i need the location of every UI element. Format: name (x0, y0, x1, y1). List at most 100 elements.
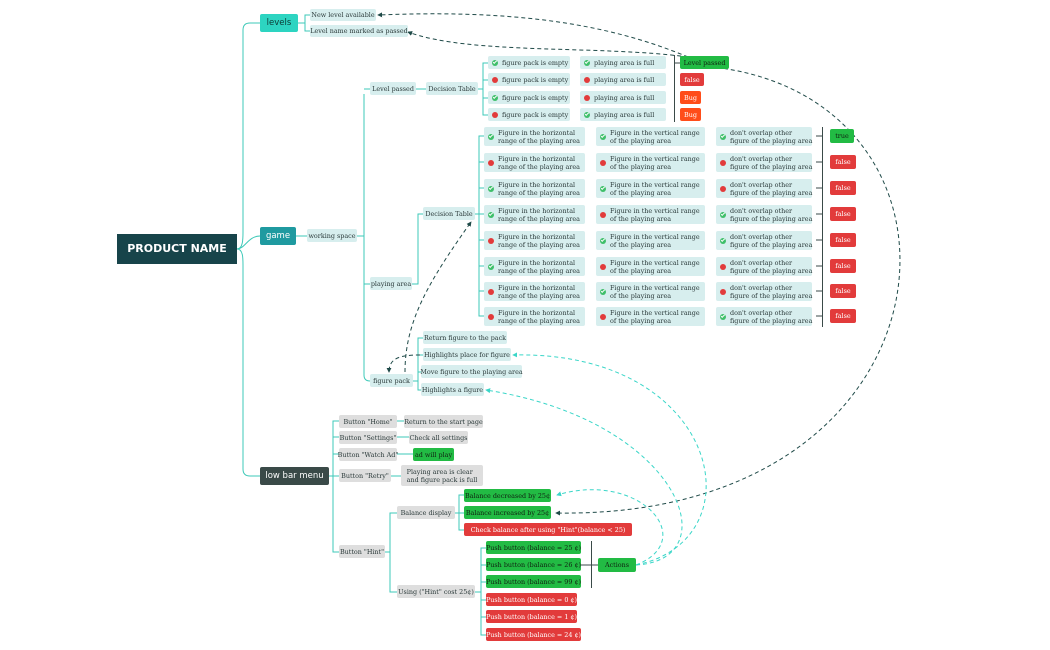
dark-arrows (377, 12, 901, 516)
push-button-node[interactable]: Push button (balance = 26 ¢) (486, 558, 581, 571)
retry-result-node[interactable]: Playing area is clear and figure pack is… (401, 465, 483, 486)
dt2-condition-overlap[interactable]: don't overlap other figure of the playin… (716, 282, 812, 301)
dt2-condition-horizontal[interactable]: Figure in the horizontal range of the pl… (484, 205, 585, 224)
dt2-result[interactable]: false (830, 181, 856, 195)
dt1-result[interactable]: Level passed (680, 56, 729, 69)
button-watch-ad-node[interactable]: Button "Watch Ad" (338, 448, 398, 461)
dt2-condition-horizontal[interactable]: Figure in the horizontal range of the pl… (484, 153, 585, 172)
levels-node[interactable]: levels (260, 14, 298, 32)
dt2-condition-horizontal[interactable]: Figure in the horizontal range of the pl… (484, 127, 585, 146)
using-hint-node[interactable]: Using ("Hint" cost 25¢) (397, 585, 475, 598)
dt2-condition-vertical[interactable]: Figure in the vertical range of the play… (596, 282, 705, 301)
check-icon (488, 185, 494, 192)
check-icon (600, 185, 606, 192)
dt2-condition-overlap[interactable]: don't overlap other figure of the playin… (716, 179, 812, 198)
balance-display-node[interactable]: Balance display (397, 506, 455, 519)
actions-node[interactable]: Actions (598, 558, 636, 572)
dt1-condition-b[interactable]: playing area is full (580, 56, 666, 69)
push-button-node[interactable]: Push button (balance = 25 ¢) (486, 541, 581, 554)
level-passed-node[interactable]: Level passed (370, 82, 416, 95)
check-icon (492, 59, 498, 66)
dt2-condition-horizontal[interactable]: Figure in the horizontal range of the pl… (484, 179, 585, 198)
error-dot-icon (720, 159, 726, 166)
root-node[interactable]: PRODUCT NAME (117, 234, 237, 264)
dt1-condition-a[interactable]: figure pack is empty (488, 91, 570, 104)
error-dot-icon (720, 263, 726, 270)
decision-table-levels[interactable]: Decision Table (426, 82, 478, 95)
dt2-result[interactable]: false (830, 155, 856, 169)
watch-ad-result-node[interactable]: ad will play (413, 448, 454, 461)
button-hint-node[interactable]: Button "Hint" (339, 545, 385, 558)
dt2-result[interactable]: false (830, 284, 856, 298)
check-icon (492, 94, 498, 101)
dt2-bracket (822, 127, 823, 327)
check-icon (720, 237, 726, 244)
settings-result-node[interactable]: Check all settings (409, 431, 468, 444)
low-bar-menu-node[interactable]: low bar menu (260, 467, 329, 485)
move-figure-node[interactable]: Move figure to the playing area (420, 365, 523, 378)
button-retry-node[interactable]: Button "Retry" (339, 469, 391, 482)
dt2-condition-vertical[interactable]: Figure in the vertical range of the play… (596, 257, 705, 276)
dt1-result[interactable]: Bug (680, 91, 701, 104)
tree-lines (236, 14, 488, 636)
dt2-result[interactable]: false (830, 309, 856, 323)
decision-table-playing-area[interactable]: Decision Table (423, 207, 475, 220)
highlights-figure-node[interactable]: Highlights a figure (421, 383, 484, 396)
balance-increased-node[interactable]: Balance increased by 25¢ (464, 506, 551, 519)
dt2-condition-overlap[interactable]: don't overlap other figure of the playin… (716, 205, 812, 224)
return-figure-node[interactable]: Return figure to the pack (423, 331, 507, 344)
dt1-condition-b[interactable]: playing area is full (580, 108, 666, 121)
check-icon (600, 288, 606, 295)
dt2-condition-overlap[interactable]: don't overlap other figure of the playin… (716, 257, 812, 276)
dt2-condition-horizontal[interactable]: Figure in the horizontal range of the pl… (484, 231, 585, 250)
dt1-condition-a[interactable]: figure pack is empty (488, 108, 570, 121)
dt2-condition-horizontal[interactable]: Figure in the horizontal range of the pl… (484, 282, 585, 301)
check-icon (720, 133, 726, 140)
dt2-condition-overlap[interactable]: don't overlap other figure of the playin… (716, 127, 812, 146)
level-name-passed[interactable]: Level name marked as passed (310, 25, 408, 37)
dt1-result[interactable]: Bug (680, 108, 701, 121)
dt2-condition-overlap[interactable]: don't overlap other figure of the playin… (716, 307, 812, 326)
game-node[interactable]: game (260, 227, 296, 245)
error-dot-icon (492, 111, 498, 118)
dt2-condition-vertical[interactable]: Figure in the vertical range of the play… (596, 153, 705, 172)
working-space-node[interactable]: working space (307, 229, 357, 242)
button-home-node[interactable]: Button "Home" (339, 415, 397, 428)
button-settings-node[interactable]: Button "Settings" (339, 431, 397, 444)
push-button-node[interactable]: Push button (balance = 24 ¢) (486, 628, 581, 641)
dt1-result[interactable]: false (680, 73, 704, 86)
balance-decreased-node[interactable]: Balance decreased by 25¢ (464, 489, 551, 502)
dt1-condition-a[interactable]: figure pack is empty (488, 56, 570, 69)
dt2-condition-vertical[interactable]: Figure in the vertical range of the play… (596, 231, 705, 250)
dt2-condition-overlap[interactable]: don't overlap other figure of the playin… (716, 153, 812, 172)
push-button-node[interactable]: Push button (balance = 99 ¢) (486, 575, 581, 588)
highlights-place-node[interactable]: Highlights place for figure (423, 348, 511, 361)
dt2-condition-overlap[interactable]: don't overlap other figure of the playin… (716, 231, 812, 250)
home-result-node[interactable]: Return to the start page (404, 415, 483, 428)
playing-area-node[interactable]: playing area (370, 277, 412, 290)
new-level-available[interactable]: New level available (310, 9, 376, 21)
dt2-condition-vertical[interactable]: Figure in the vertical range of the play… (596, 205, 705, 224)
dt1-condition-a[interactable]: figure pack is empty (488, 73, 570, 86)
dt2-result[interactable]: false (830, 207, 856, 221)
check-icon (584, 111, 590, 118)
dt2-result[interactable]: false (830, 233, 856, 247)
dt1-condition-b[interactable]: playing area is full (580, 73, 666, 86)
dt2-condition-vertical[interactable]: Figure in the vertical range of the play… (596, 179, 705, 198)
error-dot-icon (600, 159, 606, 166)
dt2-condition-horizontal[interactable]: Figure in the horizontal range of the pl… (484, 307, 585, 326)
dt2-result[interactable]: false (830, 259, 856, 273)
dt2-condition-vertical[interactable]: Figure in the vertical range of the play… (596, 307, 705, 326)
dt2-condition-vertical[interactable]: Figure in the vertical range of the play… (596, 127, 705, 146)
error-dot-icon (720, 185, 726, 192)
dt2-condition-horizontal[interactable]: Figure in the horizontal range of the pl… (484, 257, 585, 276)
dt1-condition-b[interactable]: playing area is full (580, 91, 666, 104)
push-button-node[interactable]: Push button (balance = 1 ¢) (486, 610, 577, 623)
check-balance-node[interactable]: Check balance after using "Hint"(balance… (464, 523, 632, 536)
check-icon (488, 133, 494, 140)
figure-pack-node[interactable]: figure pack (370, 374, 413, 387)
error-dot-icon (600, 313, 606, 320)
dt2-result[interactable]: true (830, 129, 854, 143)
push-button-node[interactable]: Push button (balance = 0 ¢) (486, 593, 577, 606)
check-icon (600, 237, 606, 244)
